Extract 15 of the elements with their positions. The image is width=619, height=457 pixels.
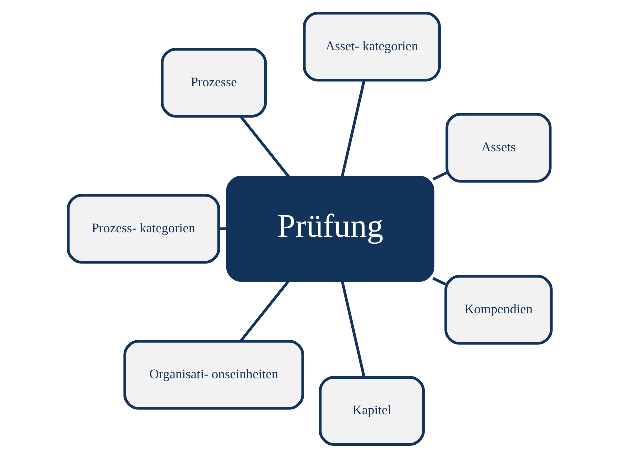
node-box: Prozess- kategorien	[66, 194, 220, 264]
connector	[340, 80, 366, 178]
connector	[218, 227, 227, 230]
node-box: Asset- kategorien	[302, 12, 440, 82]
node-box: Prozesse	[160, 48, 267, 118]
connector	[432, 171, 447, 180]
node-box: Prüfung	[226, 176, 434, 282]
connector	[340, 280, 366, 378]
node-box: Kompendien	[444, 274, 552, 344]
connector	[240, 280, 290, 342]
node-box: Assets	[445, 112, 552, 182]
connector	[432, 276, 446, 286]
node-box: Organisati- onseinheiten	[123, 340, 304, 410]
connector	[240, 116, 290, 178]
node-box: Kapitel	[318, 376, 425, 446]
